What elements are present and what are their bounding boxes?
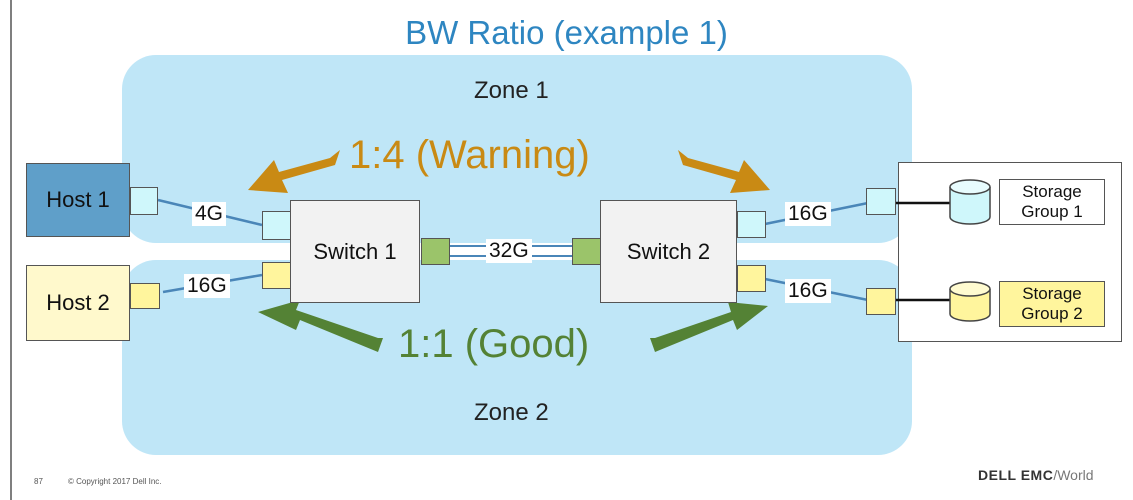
host-1-speed-label: 4G — [192, 202, 227, 226]
host-2-port — [130, 283, 160, 309]
switch-2-isl-port — [572, 238, 601, 265]
isl-speed-label: 32G — [486, 239, 532, 263]
sg2-line2: Group 2 — [1021, 304, 1083, 323]
sg1-speed-label: 16G — [785, 202, 831, 226]
switch-2-label: Switch 2 — [626, 238, 711, 264]
zone-1-label: Zone 1 — [474, 77, 549, 104]
good-ratio-label: 1:1 (Good) — [398, 322, 590, 366]
sg1-line1: Storage — [1022, 182, 1082, 201]
warning-ratio-label: 1:4 (Warning) — [349, 133, 590, 177]
brand-logo: DELL EMC/World — [978, 467, 1094, 483]
sg2-disk-icon — [949, 289, 991, 322]
switch-1-port-host2 — [262, 262, 291, 289]
sg2-line1: Storage — [1022, 284, 1082, 303]
host-1-label: Host 1 — [46, 187, 110, 212]
warning-arrow-right — [678, 150, 770, 193]
diagram-title: BW Ratio (example 1) — [405, 14, 728, 51]
host-2-speed-label: 16G — [184, 274, 230, 298]
left-divider — [10, 0, 12, 500]
brand-main: DELL EMC — [978, 467, 1054, 483]
sg1-port — [866, 188, 896, 215]
host-1-port — [130, 187, 158, 215]
switch-1-isl-port — [421, 238, 450, 265]
sg2-speed-label: 16G — [785, 279, 831, 303]
good-arrow-right — [650, 302, 768, 352]
switch-1-label: Switch 1 — [313, 238, 397, 264]
zone-2-label: Zone 2 — [474, 399, 549, 426]
brand-world: World — [1057, 467, 1094, 483]
switch-2-box: Switch 2 — [600, 200, 737, 303]
page-number: 87 — [34, 477, 43, 486]
switch-1-box: Switch 1 — [290, 200, 420, 303]
host-2-label: Host 2 — [46, 290, 110, 315]
copyright-text: © Copyright 2017 Dell Inc. — [68, 477, 162, 486]
sg1-disk-icon — [949, 187, 991, 225]
good-arrow-left — [258, 300, 383, 352]
zone-2-region — [122, 260, 912, 455]
storage-group-2-label: Storage Group 2 — [999, 281, 1105, 327]
sg1-line2: Group 1 — [1021, 202, 1083, 221]
host-1-box: Host 1 — [26, 163, 130, 237]
switch-2-port-sg2 — [737, 265, 766, 292]
sg2-port — [866, 288, 896, 315]
zone-1-region — [122, 55, 912, 243]
storage-group-1-label: Storage Group 1 — [999, 179, 1105, 225]
host-2-box: Host 2 — [26, 265, 130, 341]
switch-2-port-sg1 — [737, 211, 766, 238]
switch-1-port-host1 — [262, 211, 291, 240]
warning-arrow-left — [248, 150, 340, 193]
